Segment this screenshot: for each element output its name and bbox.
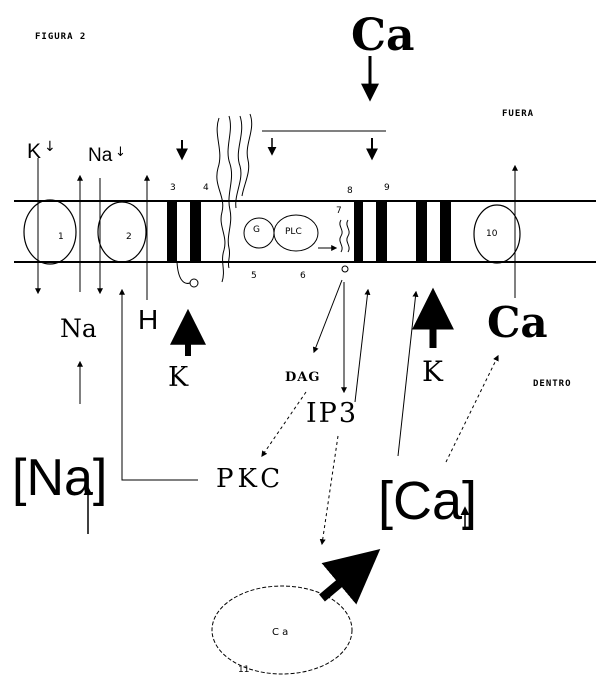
label-9: 9 xyxy=(384,184,390,193)
na-down-mark: ↓ xyxy=(115,146,126,159)
receptor-strand-c xyxy=(236,116,242,208)
label-7: 7 xyxy=(336,207,342,216)
k-down-mark: ↓ xyxy=(44,140,56,154)
na-top-label: Na xyxy=(88,146,112,165)
dag-pkc-arrow xyxy=(262,392,306,456)
channel-9c xyxy=(440,201,451,262)
ca-concentration-label: [Ca] xyxy=(378,474,477,528)
label-8: 8 xyxy=(347,187,353,196)
channel-4 xyxy=(190,201,201,262)
pkc-label: PKC xyxy=(216,466,284,492)
channel-9b xyxy=(416,201,427,262)
pip2-dot xyxy=(342,266,348,272)
ca-conc-arrow-1 xyxy=(398,292,416,456)
transporter-2 xyxy=(98,202,146,262)
label-11: 11 xyxy=(238,666,249,675)
dag-arrow xyxy=(314,280,342,352)
label-4: 4 xyxy=(203,184,209,193)
outside-label: FUERA xyxy=(502,110,534,119)
k-right-label: K xyxy=(422,358,443,386)
receptor-strand-d xyxy=(242,114,252,196)
transporter-1 xyxy=(24,200,76,264)
label-10: 10 xyxy=(486,230,497,239)
na-inside-label: Na xyxy=(60,316,97,341)
g-protein-label: G xyxy=(253,226,260,235)
label-2: 2 xyxy=(126,233,132,242)
label-1: 1 xyxy=(58,233,64,242)
ip3-store-arrow xyxy=(322,436,338,544)
ip3-receptor-arrow xyxy=(355,290,368,402)
ca-release-arrow xyxy=(322,556,372,598)
receptor-strand-b xyxy=(228,116,232,268)
channel-9a xyxy=(376,201,387,262)
label-6: 6 xyxy=(300,272,306,281)
channel-8 xyxy=(354,201,363,262)
k-left-label: K xyxy=(168,364,188,391)
plc-label: PLC xyxy=(285,228,302,237)
figure-label: FIGURA 2 xyxy=(35,33,86,42)
label-5: 5 xyxy=(251,272,257,281)
ca-right-label: Ca xyxy=(487,302,548,344)
channel-3-gate-link xyxy=(177,262,190,283)
ca-top-label: Ca xyxy=(351,14,415,58)
ca-store-label: C a xyxy=(272,628,288,638)
channel-3-gate xyxy=(190,279,198,287)
h-inside-label: H xyxy=(138,306,158,334)
ca-conc-arrow-2 xyxy=(446,356,498,462)
dag-label: DAG xyxy=(285,371,320,384)
ip3-label: IP3 xyxy=(306,400,358,427)
label-3: 3 xyxy=(170,184,176,193)
pip2-squiggle xyxy=(340,220,342,252)
channel-3 xyxy=(167,201,177,262)
inside-label: DENTRO xyxy=(533,380,572,389)
k-top-label: K xyxy=(27,141,41,162)
pip2-squiggle-2 xyxy=(347,220,349,252)
na-concentration-label: [Na] xyxy=(12,452,107,504)
